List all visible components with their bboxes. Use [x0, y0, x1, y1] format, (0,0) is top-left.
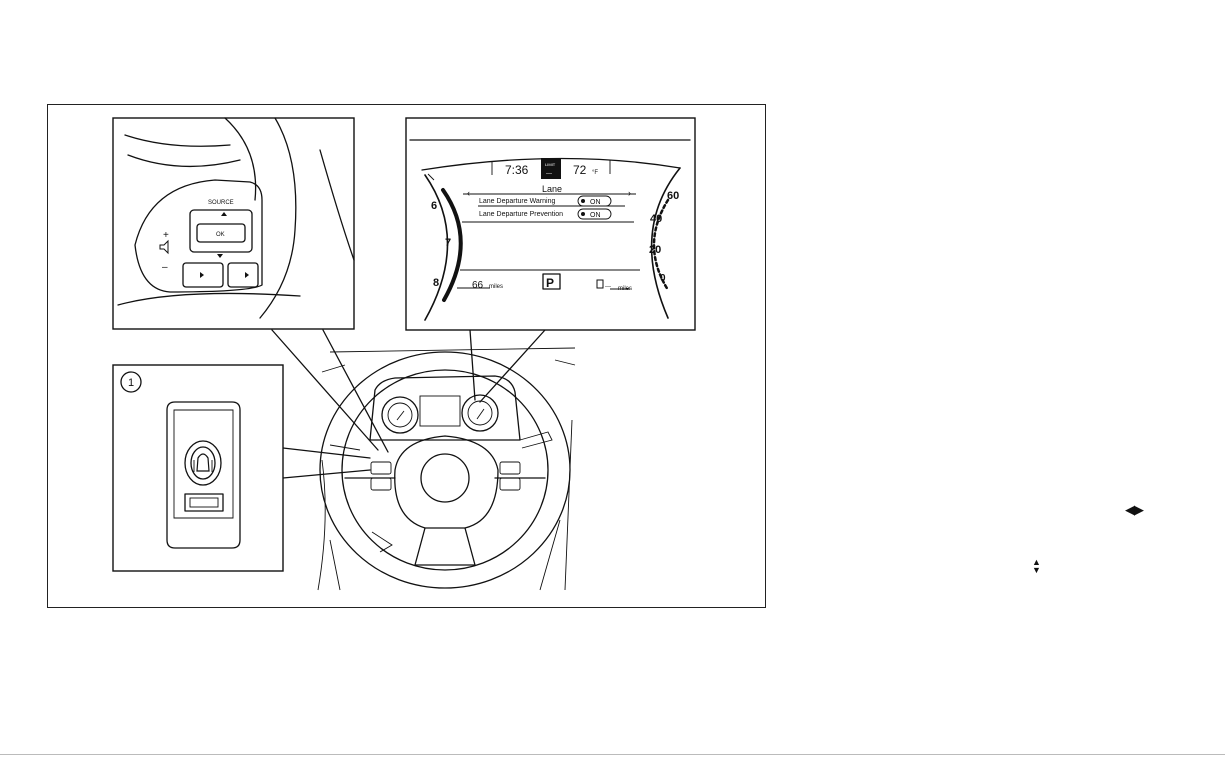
- cluster-temperature: 72: [573, 163, 587, 177]
- speed-number-20: 20: [649, 244, 661, 256]
- source-button-label: SOURCE: [208, 200, 234, 206]
- menu-item-lane-departure-warning: Lane Departure Warning: [479, 198, 556, 205]
- tach-number-8: 8: [433, 277, 439, 289]
- fuel-range-value: ---: [605, 284, 611, 290]
- up-down-arrows-icon: ▲ ▼: [1032, 558, 1041, 574]
- tach-number-7: 7: [445, 237, 451, 249]
- range-unit: miles: [489, 284, 503, 290]
- temperature-unit: °F: [592, 170, 598, 176]
- page-bottom-rule: [0, 754, 1225, 755]
- left-right-arrows-icon: ◀▶: [1125, 502, 1143, 518]
- menu-title: Lane: [542, 184, 562, 194]
- lane-departure-warning-state: ON: [590, 199, 601, 206]
- speed-limit-label: LIMIT: [545, 162, 556, 167]
- cluster-time: 7:36: [505, 163, 529, 177]
- speed-limit-value: ---: [546, 171, 552, 177]
- volume-plus-label: +: [163, 230, 169, 241]
- fuel-range-unit: miles: [618, 286, 632, 292]
- range-value: 66: [472, 280, 484, 291]
- callout-number-1: 1: [128, 377, 134, 389]
- tach-number-6: 6: [431, 200, 437, 212]
- ok-button-label: OK: [216, 232, 225, 238]
- menu-right-arrow: ›: [628, 188, 631, 198]
- menu-item-lane-departure-prevention: Lane Departure Prevention: [479, 211, 563, 218]
- speed-number-0: 0: [660, 273, 666, 284]
- down-arrow-icon: ▼: [1032, 566, 1041, 574]
- speed-number-60: 60: [667, 190, 679, 202]
- menu-left-arrow: ‹: [467, 188, 470, 198]
- lane-departure-prevention-state: ON: [590, 212, 601, 219]
- speed-number-40: 40: [650, 213, 662, 225]
- volume-minus-label: –: [162, 262, 168, 273]
- gear-indicator: P: [546, 276, 554, 290]
